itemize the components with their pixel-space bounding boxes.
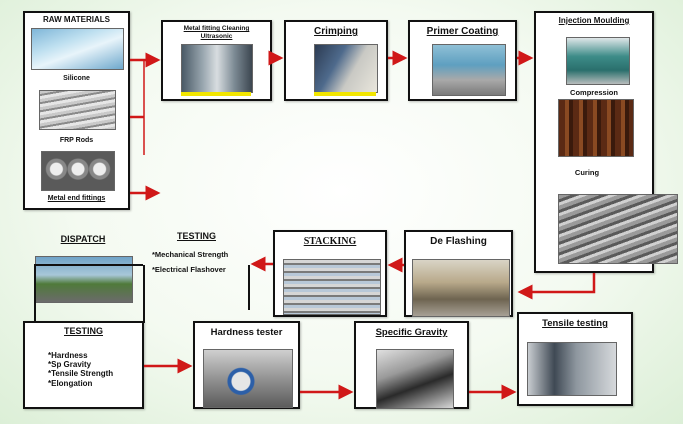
injection-moulding-title: Injection Moulding <box>558 16 630 25</box>
stacking-title: STACKING <box>303 236 357 247</box>
metal-cleaning-subtitle: Ultrasonic <box>200 33 233 40</box>
dispatch-truck-photo <box>35 256 133 303</box>
hardness-tester-photo <box>203 349 293 408</box>
crimping-title: Crimping <box>314 26 358 37</box>
testing-physical-list: *Hardness *Sp Gravity *Tensile Strength … <box>48 351 113 388</box>
injection-moulding-box: Injection Moulding Compression Curing <box>534 11 678 273</box>
test-mechanical-strength: *Mechanical Strength <box>152 250 229 259</box>
specific-gravity-box: Specific Gravity <box>354 321 469 409</box>
silicone-tubes-photo <box>31 28 124 70</box>
arrow-moulding-to-deflashing <box>517 273 596 300</box>
testing-electrical-left-edge <box>143 265 145 323</box>
crimping-photo-caption-bar <box>314 92 376 96</box>
metal-fittings-photo <box>41 151 115 191</box>
raw-materials-box: RAW MATERIALS Silicone FRP Rods Metal en… <box>23 11 130 210</box>
test-sp-gravity: *Sp Gravity <box>48 360 92 370</box>
raw-materials-title: RAW MATERIALS <box>43 15 110 24</box>
hardness-tester-title: Hardness tester <box>210 327 283 338</box>
testing-electrical-list: *Mechanical Strength *Electrical Flashov… <box>152 250 229 274</box>
tensile-testing-photo <box>527 342 617 396</box>
metal-cleaning-box: Metal fitting Cleaning Ultrasonic <box>161 20 272 101</box>
tensile-testing-box: Tensile testing <box>517 312 633 406</box>
de-flashing-photo <box>412 259 510 317</box>
crimping-machine-photo <box>314 44 378 93</box>
silicone-sheets-photo <box>39 90 116 130</box>
specific-gravity-title: Specific Gravity <box>375 327 448 338</box>
hardness-tester-box: Hardness tester <box>193 321 300 409</box>
de-flashing-box: De Flashing <box>404 230 513 317</box>
primer-coating-photo <box>432 44 506 96</box>
de-flashing-title: De Flashing <box>430 236 487 247</box>
moulding-machine-photo <box>566 37 630 85</box>
testing-physical-box: TESTING *Hardness *Sp Gravity *Tensile S… <box>23 321 144 409</box>
dispatch-title: DISPATCH <box>60 234 106 244</box>
raw-item-silicone: Silicone <box>63 75 90 82</box>
primer-coating-title: Primer Coating <box>426 26 499 37</box>
testing-electrical-box: TESTING *Mechanical Strength *Electrical… <box>143 229 250 322</box>
cleaning-photo-caption-bar <box>181 92 251 96</box>
primer-coating-box: Primer Coating <box>408 20 517 101</box>
test-elongation: *Elongation <box>48 378 93 388</box>
test-hardness: *Hardness <box>48 351 88 360</box>
stacking-rack-photo <box>283 259 381 315</box>
crimping-box: Crimping <box>284 20 388 101</box>
testing-physical-title: TESTING <box>63 326 103 336</box>
raw-item-metal-end-fittings: Metal end fittings <box>47 195 106 202</box>
curing-line-photo <box>558 194 678 264</box>
curing-label: Curing <box>574 168 600 177</box>
specific-gravity-photo <box>376 349 454 409</box>
stacking-box: STACKING <box>273 230 387 317</box>
metal-cleaning-title: Metal fitting Cleaning <box>183 25 250 32</box>
test-electrical-flashover: *Electrical Flashover <box>152 264 226 274</box>
compression-label: Compression <box>570 88 618 97</box>
testing-electrical-title: TESTING <box>176 231 216 241</box>
test-tensile-strength: *Tensile Strength <box>48 369 114 379</box>
connector-dispatch-box <box>34 264 143 321</box>
raw-item-frp-rods: FRP Rods <box>59 137 94 144</box>
testing-electrical-right-edge <box>248 265 250 310</box>
compression-photo <box>558 99 634 157</box>
tensile-testing-title: Tensile testing <box>542 318 608 329</box>
